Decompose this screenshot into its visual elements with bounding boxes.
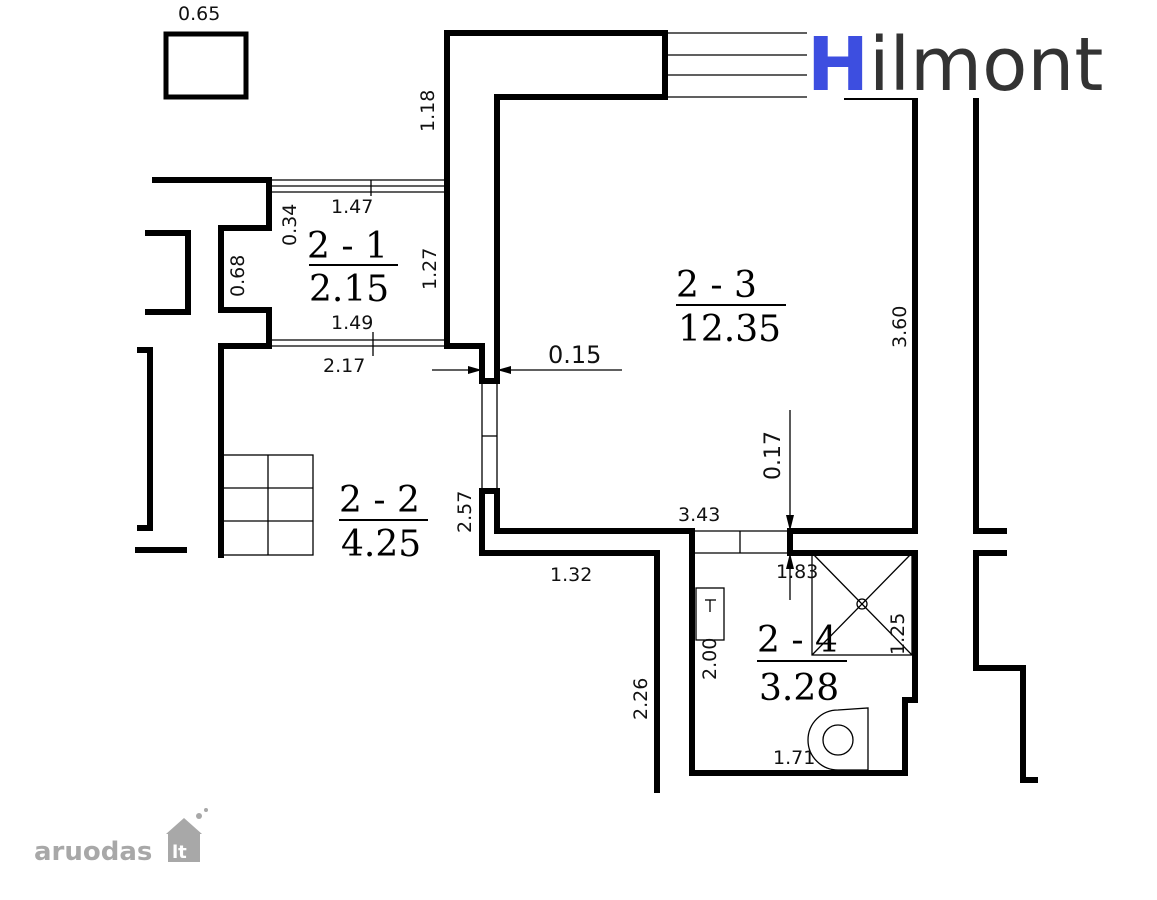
- corridor-lower-wall: [479, 488, 660, 793]
- room-area: 2.15: [309, 269, 389, 310]
- room-label-2-3: 2 - 3 12.35: [676, 265, 786, 350]
- room-area: 4.25: [341, 524, 421, 565]
- room-id: 2 - 3: [676, 265, 757, 306]
- dim-r1-height: 1.27: [419, 248, 441, 290]
- room-area: 12.35: [678, 309, 781, 350]
- dim-stair-height: 2.26: [630, 678, 652, 720]
- watermark-suffix: lt: [172, 842, 187, 863]
- exterior-right-lower: [973, 550, 1038, 783]
- room-id: 2 - 2: [339, 480, 420, 521]
- room-label-2-4: 2 - 4 3.28: [757, 620, 847, 709]
- dim-r4-bottom: 1.71: [773, 747, 815, 769]
- room-id: 2 - 1: [307, 226, 388, 267]
- dim-r4-height: 2.00: [699, 638, 721, 680]
- opening-room4-top: [692, 530, 790, 554]
- dim-wall-thickness: 0.15: [548, 341, 601, 369]
- brand-logo: Hilmont: [807, 22, 1137, 108]
- chimney-box: [163, 31, 249, 100]
- dim-arrows: [432, 366, 794, 600]
- dim-r4-top: 1.83: [776, 561, 818, 583]
- dim-corridor-bottom: 1.32: [550, 564, 592, 586]
- toilet: [807, 707, 869, 771]
- opening-room1-top: [269, 179, 447, 196]
- room-label-2-1: 2 - 1 2.15: [307, 226, 398, 310]
- left-bracket-upper: [145, 230, 191, 315]
- dim-door-height: 2.57: [454, 491, 476, 533]
- walls: [135, 30, 1038, 793]
- dim-r4-shower: 1.25: [887, 613, 909, 655]
- brand-logo-rest: ilmont: [869, 22, 1103, 108]
- room4-right-wall: [787, 528, 918, 703]
- dim-r3-height: 3.60: [889, 306, 911, 348]
- opening-room1-bottom: [269, 332, 447, 356]
- room-label-2-2: 2 - 2 4.25: [339, 480, 428, 565]
- central-wall: [444, 30, 668, 384]
- dim-r2-top: 2.17: [323, 355, 365, 377]
- left-bracket-lower: [137, 347, 153, 531]
- boiler: [695, 587, 725, 641]
- exterior-right-upper: [973, 94, 1007, 534]
- dim-r1-side-top: 0.34: [279, 204, 301, 246]
- dim-r1-left: 0.68: [227, 255, 249, 297]
- room-id: 2 - 4: [757, 620, 838, 661]
- room-area: 3.28: [759, 668, 839, 709]
- dim-chimney-width: 0.65: [178, 3, 220, 25]
- aruodas-watermark: aruodas lt: [34, 808, 208, 867]
- watermark-text: aruodas: [34, 837, 152, 867]
- dim-r1-bottom: 1.49: [331, 312, 373, 334]
- stairs: [220, 454, 314, 556]
- room1-left-wall: [152, 177, 272, 558]
- dim-r3-step: 0.17: [761, 431, 786, 480]
- brand-logo-first: H: [807, 22, 869, 108]
- dim-r1-top: 1.47: [331, 196, 373, 218]
- shower-tray: [811, 552, 913, 656]
- room1-right-wall: [444, 177, 485, 349]
- dim-corridor-wall: 1.18: [417, 90, 439, 132]
- door-opening: [481, 381, 498, 491]
- svg-text:Hilmont: Hilmont: [807, 22, 1103, 108]
- dim-r3-bottom: 3.43: [678, 504, 720, 526]
